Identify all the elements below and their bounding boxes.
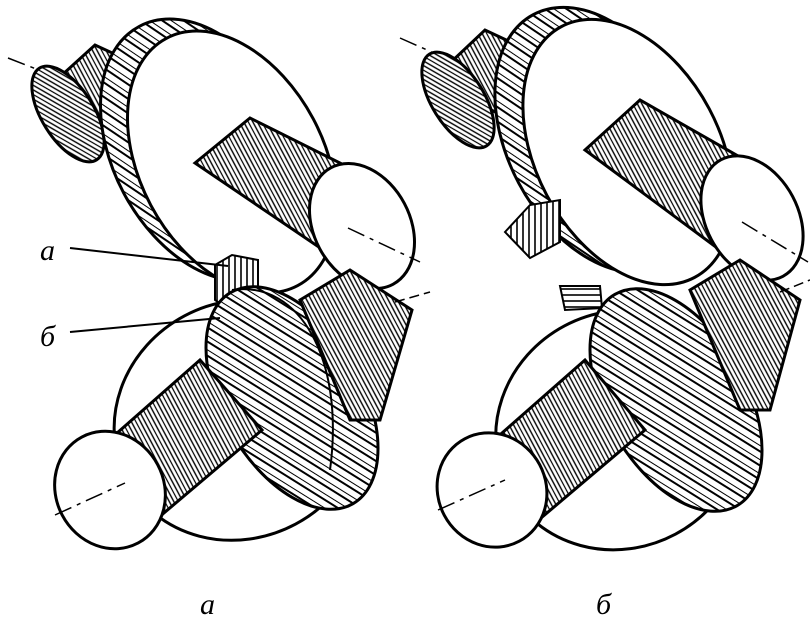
shaft-bottom-front-left xyxy=(53,357,265,551)
assembly-right xyxy=(399,5,810,552)
notch-right xyxy=(503,198,604,312)
axis-line-mid-left xyxy=(347,227,421,263)
label-part-a: а xyxy=(40,234,55,267)
axis-line-mid-right xyxy=(741,221,809,263)
shaft-top-front-left xyxy=(192,116,421,290)
leader-line-a xyxy=(69,247,229,267)
axis-line-bottom-right xyxy=(437,479,506,511)
shaft-bottom-back-right xyxy=(688,258,810,412)
caption-left: а xyxy=(200,588,215,621)
label-part-b: б xyxy=(40,320,56,353)
leader-line-b xyxy=(69,317,221,333)
axis-line-bottom-left xyxy=(54,482,126,516)
assembly-left xyxy=(7,17,431,551)
caption-right: б xyxy=(596,588,612,621)
shaft-bottom-front-right xyxy=(435,357,648,549)
axis-line-back-bottom-left xyxy=(394,291,431,303)
shaft-bottom-back-left xyxy=(298,268,431,422)
shaft-top-front-right xyxy=(582,98,809,282)
axis-line-back-bottom-right xyxy=(779,279,810,293)
